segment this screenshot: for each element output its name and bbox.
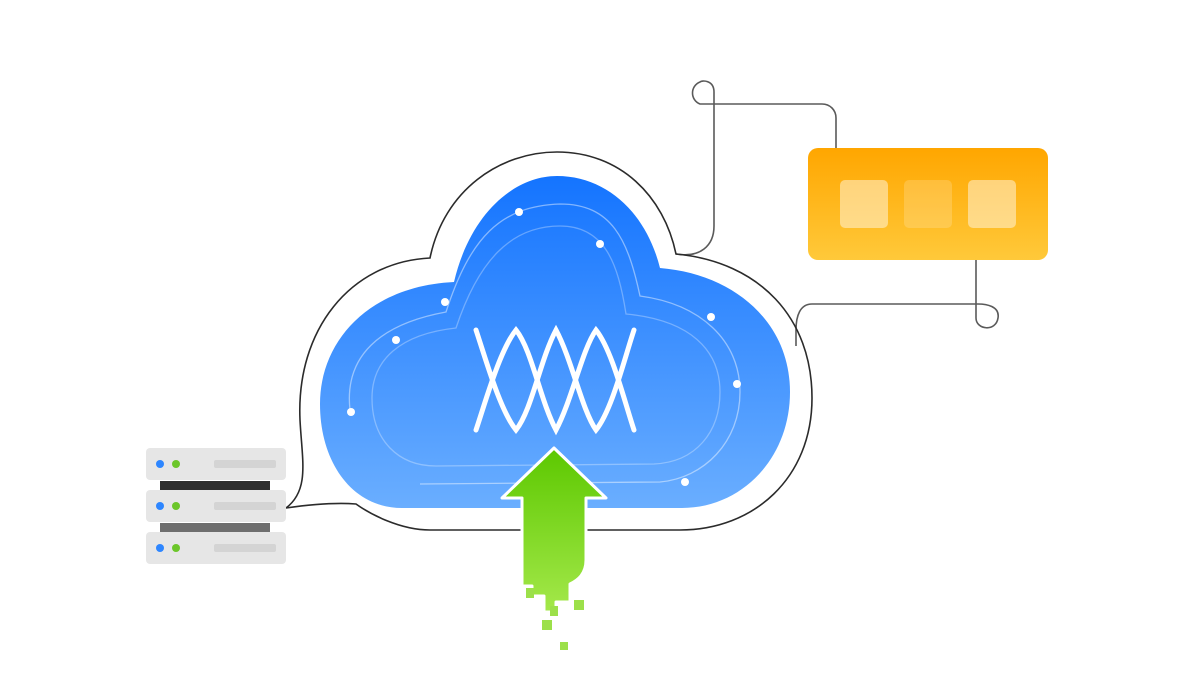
pixel-fragment	[542, 620, 552, 630]
orbit-dot	[441, 298, 449, 306]
server-connector-bar	[160, 481, 270, 490]
connector-top	[675, 80, 837, 256]
pixel-fragment	[526, 588, 534, 598]
pixel-fragment	[574, 600, 584, 610]
server-unit	[146, 448, 286, 480]
orbit-dots	[347, 208, 741, 486]
cloud-outline	[285, 151, 813, 531]
upload-arrow-icon	[500, 446, 608, 650]
wave-icon	[473, 324, 637, 436]
orbit-dot	[515, 208, 523, 216]
orbit-dot	[707, 313, 715, 321]
connector-bottom	[795, 258, 999, 346]
orbit-dot	[596, 240, 604, 248]
panel-slot	[968, 180, 1016, 228]
panel-slot	[904, 180, 952, 228]
connector-lines	[675, 80, 999, 346]
cloud-icon	[320, 176, 790, 508]
server-unit	[146, 490, 286, 522]
cloud-orbit-lines	[348, 203, 741, 485]
server-unit	[146, 532, 286, 564]
orbit-dot	[347, 408, 355, 416]
orbit-dot	[681, 478, 689, 486]
pixel-fragment	[560, 642, 568, 650]
module-panel-icon	[808, 148, 1048, 260]
orbit-dot	[733, 380, 741, 388]
panel-slot	[840, 180, 888, 228]
server-connector-bar	[160, 523, 270, 532]
server-rack-icon	[146, 448, 286, 564]
orbit-dot	[392, 336, 400, 344]
pixel-fragment	[550, 606, 558, 616]
